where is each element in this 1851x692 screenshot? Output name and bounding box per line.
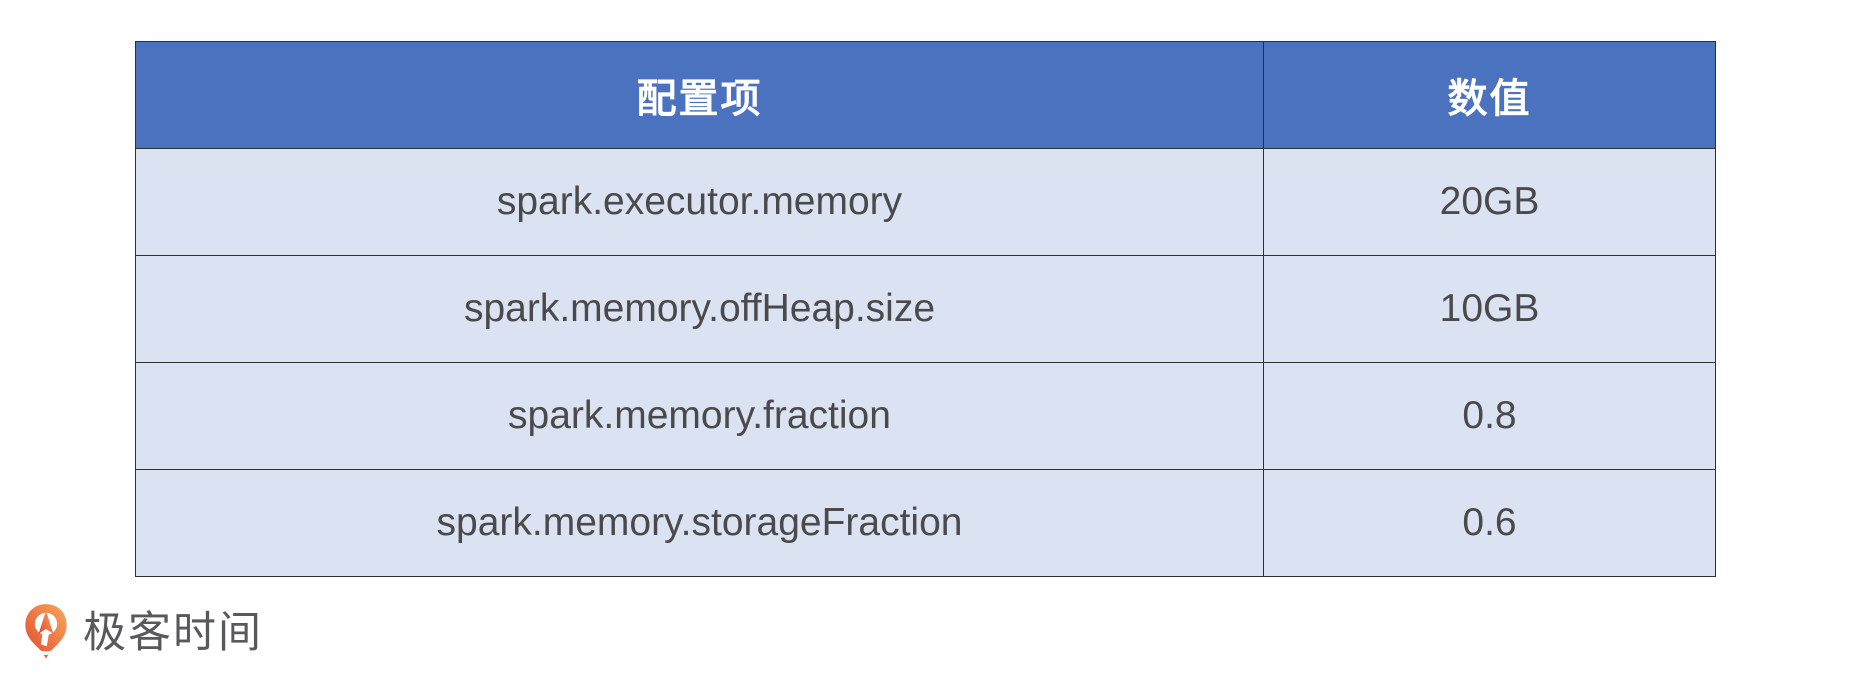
table-row: spark.memory.fraction 0.8: [135, 362, 1716, 470]
config-name-cell: spark.memory.fraction: [135, 362, 1264, 470]
table-row: spark.executor.memory 20GB: [135, 148, 1716, 256]
column-header-config: 配置项: [135, 41, 1264, 149]
config-value-cell: 10GB: [1263, 255, 1716, 363]
table-row: spark.memory.offHeap.size 10GB: [135, 255, 1716, 363]
config-value-cell: 20GB: [1263, 148, 1716, 256]
geektime-logo: 极客时间: [21, 600, 263, 666]
config-value-cell: 0.6: [1263, 469, 1716, 577]
geektime-logo-text: 极客时间: [83, 608, 263, 657]
config-name-cell: spark.memory.offHeap.size: [135, 255, 1264, 363]
column-header-value: 数值: [1263, 41, 1716, 149]
table-header-row: 配置项 数值: [135, 41, 1716, 149]
config-name-cell: spark.memory.storageFraction: [135, 469, 1264, 577]
table-row: spark.memory.storageFraction 0.6: [135, 469, 1716, 577]
config-table: 配置项 数值 spark.executor.memory 20GB spark.…: [135, 41, 1716, 577]
geektime-pin-icon: [25, 604, 67, 659]
config-name-cell: spark.executor.memory: [135, 148, 1264, 256]
config-value-cell: 0.8: [1263, 362, 1716, 470]
